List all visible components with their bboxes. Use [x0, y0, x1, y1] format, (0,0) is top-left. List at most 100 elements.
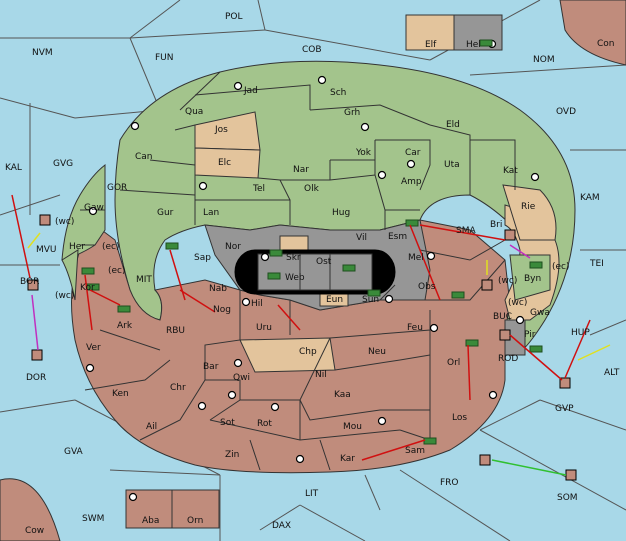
svg-text:OVD: OVD — [556, 107, 576, 117]
svg-text:Car: Car — [405, 148, 421, 158]
svg-text:Eld: Eld — [446, 120, 460, 130]
svg-text:KAM: KAM — [580, 193, 600, 203]
svg-text:Yok: Yok — [355, 148, 372, 158]
svg-text:Sch: Sch — [330, 88, 346, 98]
svg-text:Chr: Chr — [170, 383, 186, 393]
svg-text:GVP: GVP — [555, 404, 574, 414]
svg-text:Eun: Eun — [326, 295, 343, 305]
svg-text:Kor: Kor — [80, 283, 95, 293]
supply-centers — [85, 39, 540, 502]
svg-text:Sun: Sun — [362, 295, 379, 305]
svg-text:Olk: Olk — [304, 184, 320, 194]
region-chp[interactable] — [239, 337, 336, 373]
svg-text:Hug: Hug — [332, 208, 350, 218]
svg-text:Jad: Jad — [243, 86, 258, 96]
svg-text:(wc): (wc) — [498, 276, 517, 286]
svg-text:Elf: Elf — [425, 40, 437, 50]
svg-text:Bar: Bar — [203, 362, 219, 372]
svg-text:BOR: BOR — [20, 277, 39, 287]
svg-text:SOM: SOM — [557, 493, 578, 503]
svg-text:Grh: Grh — [344, 108, 360, 118]
svg-text:(ec): (ec) — [102, 242, 120, 252]
svg-text:Chp: Chp — [299, 347, 317, 357]
svg-text:Skr: Skr — [286, 253, 301, 263]
svg-text:Neu: Neu — [368, 347, 386, 357]
svg-text:Mou: Mou — [343, 422, 362, 432]
svg-text:Con: Con — [597, 39, 615, 49]
labels: POL NVM FUN COB NOM OVD KAL GVG KAM TEI … — [5, 12, 620, 536]
orders — [11, 194, 611, 476]
svg-text:Hel: Hel — [466, 40, 481, 50]
svg-text:MVU: MVU — [36, 245, 57, 255]
svg-text:Bri: Bri — [490, 220, 502, 230]
svg-text:Gwa: Gwa — [530, 308, 550, 318]
svg-text:Rie: Rie — [521, 202, 536, 212]
svg-text:FRO: FRO — [440, 478, 459, 488]
army-markers — [81, 39, 543, 445]
svg-text:Sap: Sap — [194, 253, 211, 263]
fleet-markers — [27, 214, 577, 481]
svg-text:Rot: Rot — [257, 419, 272, 429]
svg-text:Kaa: Kaa — [334, 390, 351, 400]
west-arm — [61, 163, 106, 261]
svg-text:Vil: Vil — [356, 233, 367, 243]
svg-text:(ec): (ec) — [108, 266, 126, 276]
svg-text:Sot: Sot — [220, 418, 235, 428]
svg-text:Nil: Nil — [315, 370, 327, 380]
svg-text:Cow: Cow — [25, 526, 44, 536]
svg-text:Elc: Elc — [218, 158, 231, 168]
svg-text:NOM: NOM — [533, 55, 555, 65]
svg-text:Los: Los — [452, 413, 467, 423]
svg-text:Ail: Ail — [146, 422, 157, 432]
svg-text:Web: Web — [285, 273, 305, 283]
svg-text:(wc): (wc) — [55, 291, 74, 301]
svg-text:GVG: GVG — [53, 159, 73, 169]
svg-text:Qwi: Qwi — [233, 373, 250, 383]
svg-text:Gaw: Gaw — [84, 203, 104, 213]
region-elf[interactable] — [405, 14, 455, 51]
svg-text:Can: Can — [135, 152, 153, 162]
svg-text:RBU: RBU — [166, 326, 185, 336]
svg-text:Sam: Sam — [405, 446, 425, 456]
svg-text:Nor: Nor — [225, 242, 241, 252]
svg-text:FUN: FUN — [155, 53, 174, 63]
svg-text:Byn: Byn — [524, 274, 541, 284]
svg-text:Ost: Ost — [316, 257, 332, 267]
region-rie[interactable] — [502, 184, 557, 241]
svg-text:Nab: Nab — [209, 284, 227, 294]
svg-text:Ark: Ark — [117, 321, 133, 331]
svg-text:DAX: DAX — [272, 521, 291, 531]
svg-text:Lan: Lan — [203, 208, 219, 218]
svg-text:COB: COB — [302, 45, 322, 55]
svg-text:NVM: NVM — [32, 48, 53, 58]
svg-text:Kar: Kar — [340, 454, 355, 464]
svg-text:Feu: Feu — [407, 323, 423, 333]
svg-text:Uta: Uta — [444, 160, 460, 170]
svg-text:Nar: Nar — [293, 165, 309, 175]
svg-text:GVA: GVA — [64, 447, 84, 457]
svg-text:Ver: Ver — [86, 343, 101, 353]
svg-text:Pir: Pir — [524, 330, 536, 340]
svg-text:ROD: ROD — [498, 354, 518, 364]
svg-text:Gur: Gur — [157, 208, 174, 218]
svg-text:Obs: Obs — [418, 282, 436, 292]
svg-text:TEI: TEI — [589, 259, 604, 269]
svg-text:Nog: Nog — [213, 305, 231, 315]
region-orn[interactable] — [171, 489, 220, 529]
svg-text:Qua: Qua — [185, 107, 203, 117]
svg-text:Uru: Uru — [256, 323, 272, 333]
svg-text:(wc): (wc) — [508, 298, 527, 308]
svg-text:Kat: Kat — [503, 166, 518, 176]
svg-text:POL: POL — [225, 12, 243, 22]
svg-text:(wc): (wc) — [55, 217, 74, 227]
svg-text:BUC: BUC — [493, 312, 512, 322]
svg-text:Jos: Jos — [214, 125, 228, 135]
svg-text:Orl: Orl — [447, 358, 460, 368]
svg-text:SWM: SWM — [82, 514, 104, 524]
svg-text:Zin: Zin — [225, 450, 239, 460]
svg-text:DOR: DOR — [26, 373, 46, 383]
svg-text:Tel: Tel — [252, 184, 265, 194]
svg-text:Ken: Ken — [112, 389, 129, 399]
